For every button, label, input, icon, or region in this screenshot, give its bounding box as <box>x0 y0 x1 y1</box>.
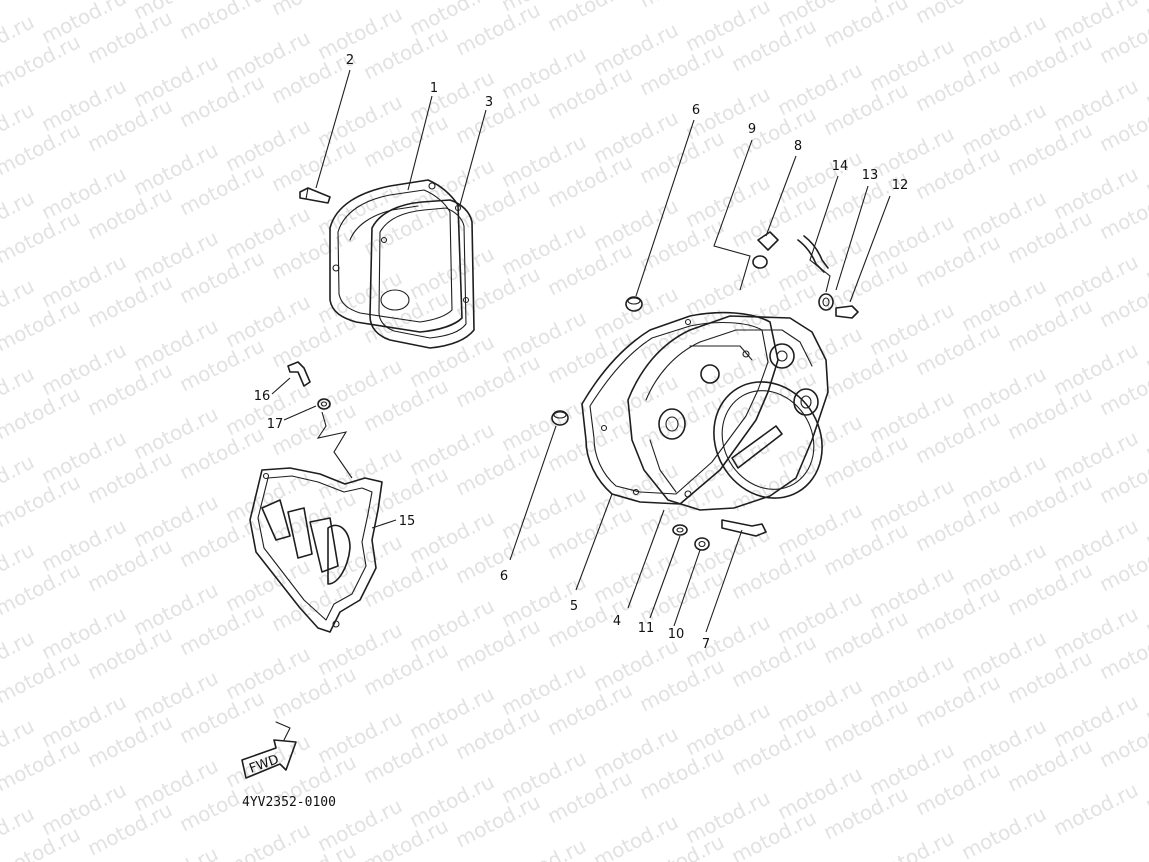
watermark-text: motod.ru <box>175 0 268 44</box>
callout-6-upper: 6 <box>692 103 700 118</box>
seal-13 <box>818 293 834 311</box>
sprocket-cover <box>249 467 383 633</box>
callout-16: 16 <box>254 389 271 404</box>
callout-2: 2 <box>346 53 354 68</box>
watermark-text: motod.ru <box>1141 225 1149 288</box>
crankcase-cover-gasket <box>581 311 779 505</box>
watermark-text: motod.ru <box>0 0 84 4</box>
bolt-7 <box>721 519 767 537</box>
watermark-text: motod.ru <box>543 0 636 36</box>
watermark-text: motod.ru <box>865 825 958 862</box>
watermark-text: motod.ru <box>1141 0 1149 24</box>
watermark-text: motod.ru <box>497 833 590 862</box>
callout-4: 4 <box>613 614 621 629</box>
bolt-2 <box>299 187 331 204</box>
nut-10 <box>694 537 710 551</box>
generator-cover-gasket <box>369 199 475 349</box>
callout-7: 7 <box>702 637 710 652</box>
watermark-text: motod.ru <box>267 0 360 20</box>
bolt-12 <box>835 305 859 319</box>
watermark-text: motod.ru <box>1141 577 1149 640</box>
watermark-text: motod.ru <box>635 0 728 12</box>
callout-15: 15 <box>399 514 416 529</box>
leader-lines <box>271 69 891 633</box>
watermark-text: motod.ru <box>1141 49 1149 112</box>
watermark-text: motod.ru <box>1003 0 1096 4</box>
watermark-text: motod.ru <box>1141 313 1149 376</box>
watermark-text: motod.ru <box>1141 489 1149 552</box>
callout-9: 9 <box>748 122 756 137</box>
washer-11 <box>672 524 688 536</box>
watermark-text: motod.ru <box>221 817 314 862</box>
washer-17 <box>317 398 331 410</box>
callout-10: 10 <box>668 627 685 642</box>
part-code: 4YV2352-0100 <box>242 795 336 810</box>
callout-11: 11 <box>638 621 655 636</box>
watermark-text: motod.ru <box>1049 777 1142 840</box>
callout-17: 17 <box>267 417 284 432</box>
hose-14 <box>797 235 829 273</box>
dowel-6-upper <box>625 296 643 312</box>
callout-1: 1 <box>430 81 438 96</box>
callout-6-lower: 6 <box>500 569 508 584</box>
watermark-text: motod.ru <box>957 801 1050 862</box>
callout-14: 14 <box>832 159 849 174</box>
callout-3: 3 <box>485 95 493 110</box>
watermark-text: motod.ru <box>911 0 1004 28</box>
bolt-16 <box>287 361 311 387</box>
crankcase-cover <box>627 315 829 511</box>
callout-8: 8 <box>794 139 802 154</box>
callout-12: 12 <box>892 178 909 193</box>
callout-labels: 2 1 3 6 9 8 14 13 12 16 17 15 6 5 4 11 1… <box>254 53 909 652</box>
watermark-text: motod.ru <box>129 841 222 862</box>
callout-5: 5 <box>570 599 578 614</box>
dowel-6-lower <box>551 410 569 426</box>
watermark-text: motod.ru <box>1141 753 1149 816</box>
callout-13: 13 <box>862 168 879 183</box>
watermark-text: motod.ru <box>1141 401 1149 464</box>
assembly-zigzag <box>316 411 353 479</box>
watermark-text: motod.ru <box>819 0 912 52</box>
watermark-text: motod.ru <box>1141 665 1149 728</box>
watermark-text: motod.ru <box>1141 137 1149 200</box>
